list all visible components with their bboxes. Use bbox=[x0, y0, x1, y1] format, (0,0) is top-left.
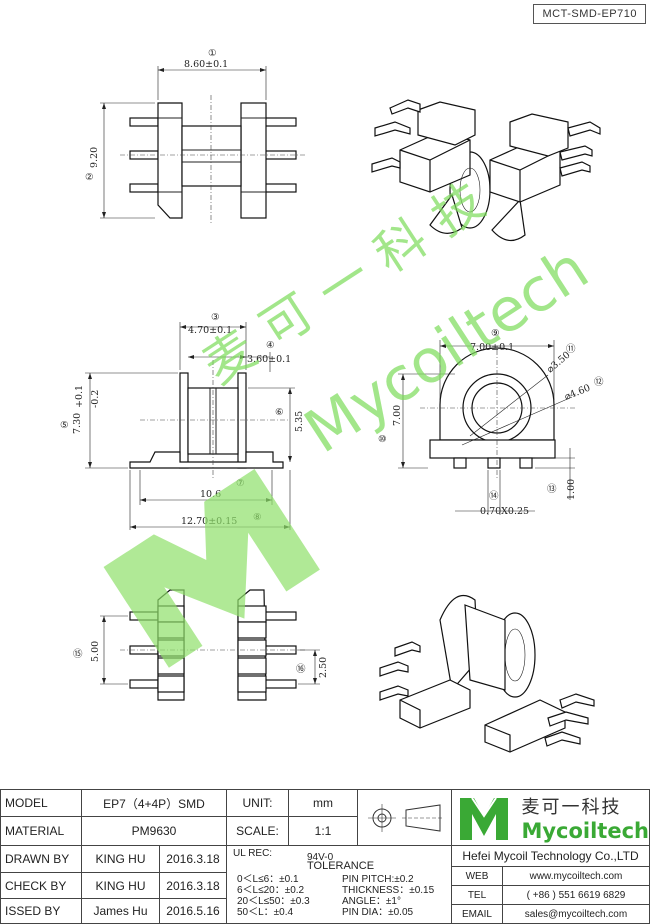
tol-spec: PIN PITCH:±0.2 bbox=[342, 874, 414, 885]
tolerance-ranges: 0＜L≤6：±0.1 6＜L≤20：±0.2 20＜L≤50：±0.3 50＜L… bbox=[237, 874, 310, 918]
tol-spec: THICKNESS：±0.15 bbox=[342, 885, 435, 896]
callout-14: ⑭ bbox=[489, 491, 499, 502]
tol-line: 20＜L≤50：±0.3 bbox=[237, 896, 310, 907]
issued-date: 2016.5.16 bbox=[159, 898, 227, 924]
dim-5-tol-bot: -0.2 bbox=[90, 390, 101, 408]
material-value: PM9630 bbox=[81, 816, 227, 846]
tel-value: ( +86 ) 551 6619 6829 bbox=[502, 885, 650, 905]
callout-8: ⑧ bbox=[253, 512, 262, 523]
tol-spec: PIN DIA：±0.05 bbox=[342, 907, 414, 918]
dim-12-label: ⌀4.60 bbox=[563, 383, 592, 403]
email-label: EMAIL bbox=[451, 904, 503, 924]
callout-4: ④ bbox=[266, 340, 275, 351]
callout-5: ⑤ bbox=[60, 420, 69, 431]
dim-1-label: 8.60±0.1 bbox=[184, 59, 228, 70]
projection-symbol bbox=[357, 789, 452, 846]
title-block: MODEL EP7（4+4P）SMD UNIT: mm 麦可一科技 Mycoil… bbox=[0, 789, 650, 924]
end-view bbox=[398, 340, 575, 515]
technical-drawing: ① 8.60±0.1 ② 9.20 bbox=[60, 48, 604, 753]
tolerance-label: TOLERANCE bbox=[307, 860, 375, 872]
ul-label: UL REC: bbox=[233, 848, 273, 859]
tol-line: 6＜L≤20：±0.2 bbox=[237, 885, 305, 896]
dim-3-label: 4.70±0.1 bbox=[188, 325, 232, 336]
issued-label: ISSED BY bbox=[0, 898, 82, 924]
part-code: MCT-SMD-EP710 bbox=[533, 4, 646, 24]
unit-label: UNIT: bbox=[226, 789, 289, 817]
tol-line: 0＜L≤6：±0.1 bbox=[237, 874, 299, 885]
iso-view-bottom bbox=[379, 595, 595, 753]
dim-5-label: 7.30 bbox=[72, 413, 83, 434]
dim-8-label: 12.70±0.15 bbox=[181, 516, 237, 527]
dim-2-label: 9.20 bbox=[89, 147, 100, 168]
check-label: CHECK BY bbox=[0, 872, 82, 899]
projection-icon bbox=[367, 803, 444, 832]
web-label: WEB bbox=[451, 866, 503, 886]
dim-11-label: ⌀3.50 bbox=[545, 350, 573, 376]
model-value: EP7（4+4P）SMD bbox=[81, 789, 227, 817]
issued-name: James Hu bbox=[81, 898, 160, 924]
callout-7: ⑦ bbox=[236, 478, 245, 489]
front-view bbox=[85, 322, 295, 530]
callout-6: ⑥ bbox=[275, 407, 284, 418]
unit-value: mm bbox=[288, 789, 358, 817]
company-name: Hefei Mycoil Technology Co.,LTD bbox=[451, 845, 650, 867]
model-label: MODEL bbox=[0, 789, 82, 817]
callout-3: ③ bbox=[211, 312, 220, 323]
callout-15: ⑮ bbox=[73, 649, 83, 660]
dim-13-label: 1.00 bbox=[566, 479, 577, 500]
dim-14-label: 0.70X0.25 bbox=[480, 506, 529, 517]
drawn-label: DRAWN BY bbox=[0, 845, 82, 873]
drawn-name: KING HU bbox=[81, 845, 160, 873]
material-label: MATERIAL bbox=[0, 816, 82, 846]
tol-line: 50＜L：±0.4 bbox=[237, 907, 294, 918]
callout-16: ⑯ bbox=[296, 664, 306, 675]
logo-cn: 麦可一科技 bbox=[521, 796, 622, 818]
callout-11: ⑪ bbox=[566, 344, 576, 355]
dim-10-label: 7.00 bbox=[392, 405, 403, 426]
tolerance-specs: PIN PITCH:±0.2 THICKNESS：±0.15 ANGLE：±1°… bbox=[342, 874, 434, 918]
check-name: KING HU bbox=[81, 872, 160, 899]
callout-1: ① bbox=[208, 48, 217, 59]
dim-16-label: 2.50 bbox=[318, 657, 329, 678]
tolerance-box: UL REC: 94V-0 TOLERANCE 0＜L≤6：±0.1 6＜L≤2… bbox=[226, 845, 452, 924]
ul-value: 94V-0 bbox=[307, 852, 334, 863]
check-date: 2016.3.18 bbox=[159, 872, 227, 899]
iso-view-top bbox=[371, 99, 601, 241]
callout-2: ② bbox=[85, 172, 94, 183]
web-value[interactable]: www.mycoiltech.com bbox=[502, 866, 650, 886]
email-value[interactable]: sales@mycoiltech.com bbox=[502, 904, 650, 924]
callout-13: ⑬ bbox=[547, 484, 557, 495]
dim-4-label: 3.60±0.1 bbox=[247, 354, 291, 365]
dim-5-tol-top: +0.1 bbox=[74, 385, 85, 408]
logo-en: Mycoiltech bbox=[521, 818, 649, 843]
callout-10: ⑩ bbox=[378, 434, 387, 445]
bottom-view bbox=[100, 589, 320, 701]
scale-value: 1:1 bbox=[288, 816, 358, 846]
dim-6-label: 5.35 bbox=[294, 411, 305, 432]
logo-mark-icon bbox=[460, 796, 508, 840]
dim-7-label: 10.6 bbox=[200, 489, 221, 500]
tel-label: TEL bbox=[451, 885, 503, 905]
tol-spec: ANGLE：±1° bbox=[342, 896, 401, 907]
company-logo: 麦可一科技 Mycoiltech bbox=[451, 789, 650, 846]
callout-9: ⑨ bbox=[491, 328, 500, 339]
callout-12: ⑫ bbox=[594, 377, 604, 388]
scale-label: SCALE: bbox=[226, 816, 289, 846]
top-view bbox=[100, 66, 305, 225]
dim-9-label: 7.00±0.1 bbox=[470, 342, 514, 353]
dim-15-label: 5.00 bbox=[90, 641, 101, 662]
drawn-date: 2016.3.18 bbox=[159, 845, 227, 873]
